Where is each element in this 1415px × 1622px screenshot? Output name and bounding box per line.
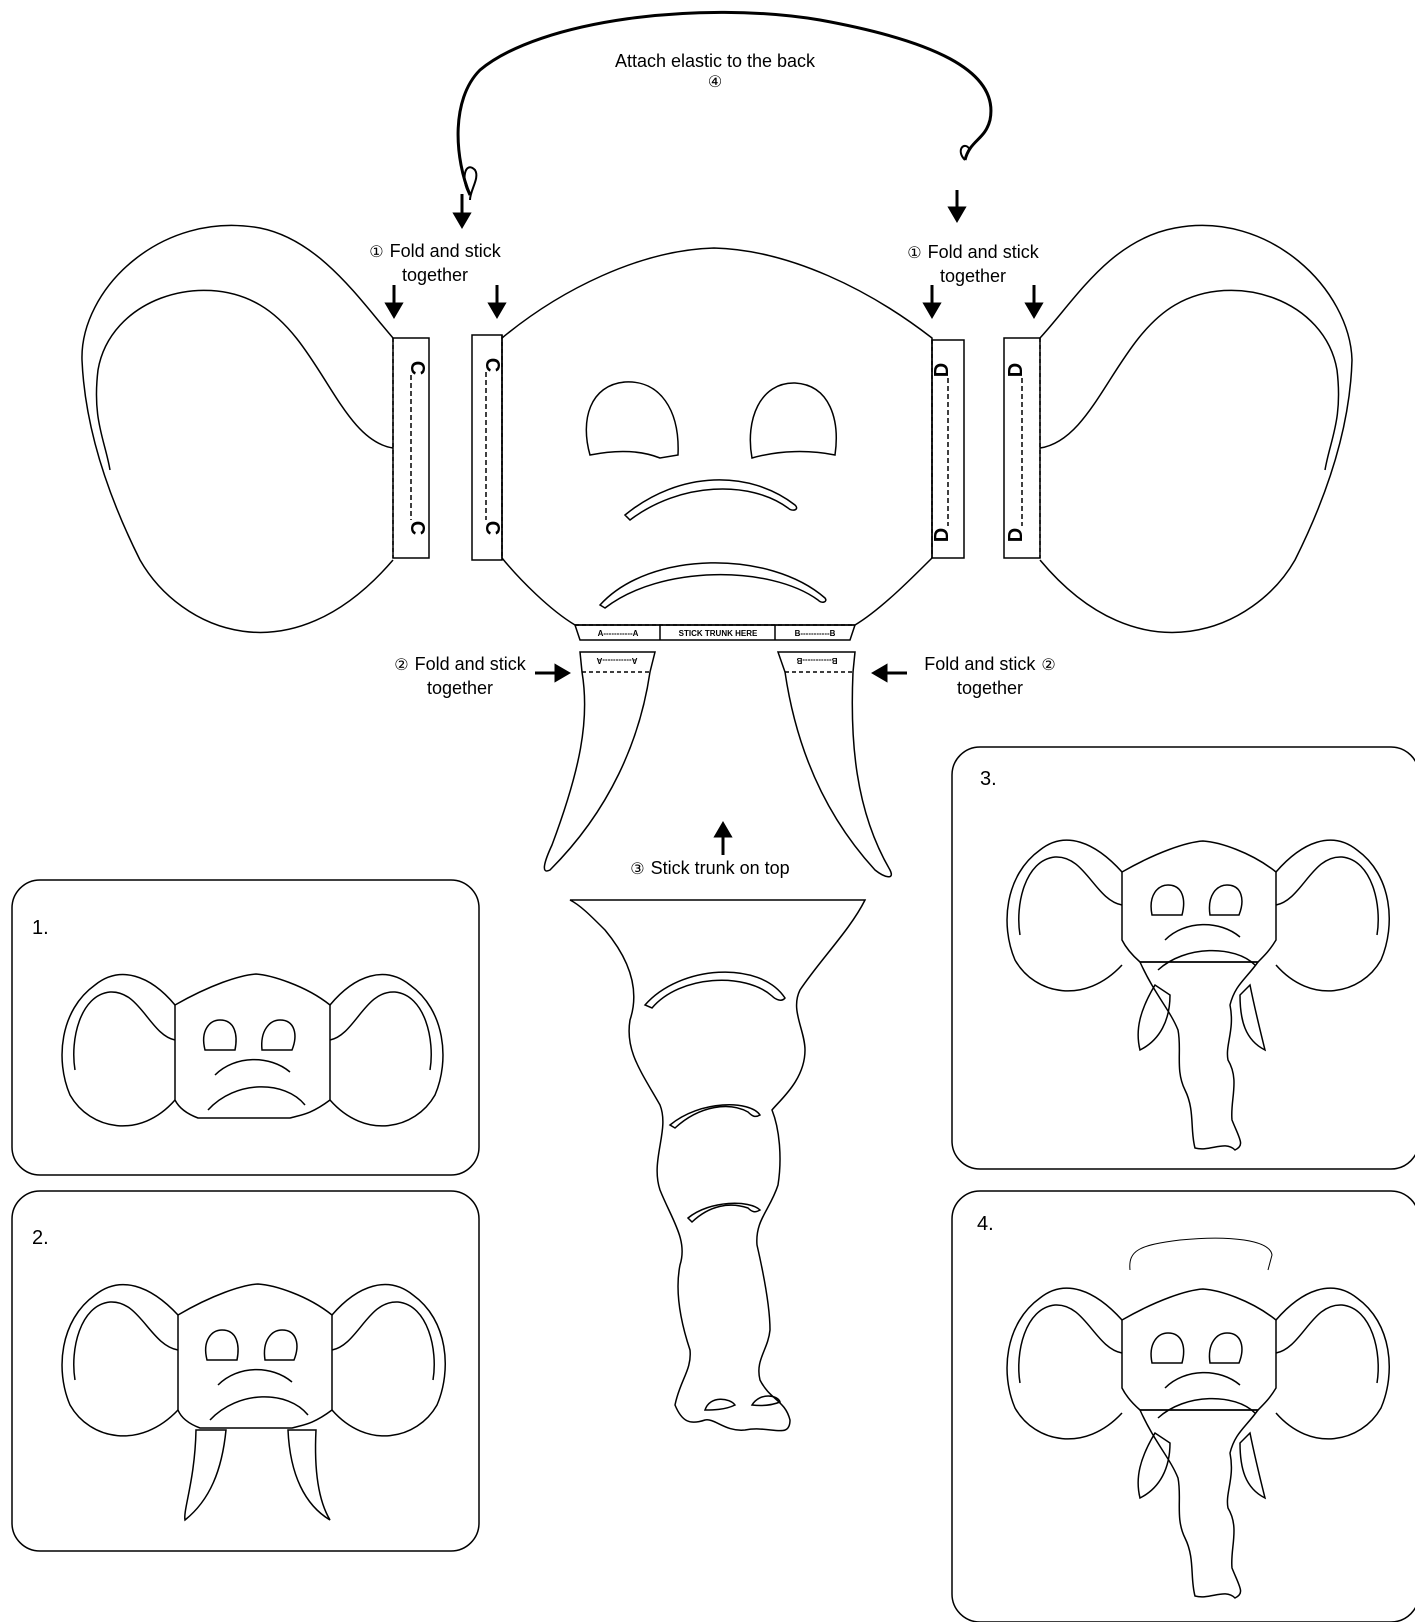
panel-1 <box>12 880 479 1175</box>
elastic-band <box>458 12 991 200</box>
panel-2 <box>12 1191 479 1551</box>
panel-1-number: 1. <box>32 917 49 940</box>
tusk-left-step-number: ② <box>394 655 408 677</box>
face <box>472 248 964 640</box>
brow-arc <box>625 480 797 520</box>
panel-4 <box>952 1191 1415 1622</box>
tusk-right-line2: together <box>910 677 1070 699</box>
tab-letter-c-face: C <box>481 358 503 372</box>
fold-instruction-right: ① Fold and stick together <box>893 241 1053 287</box>
panel-4-number: 4. <box>977 1213 994 1236</box>
trunk-text: Stick trunk on top <box>651 858 790 878</box>
trunk-piece <box>570 900 865 1431</box>
tab-a-tusk: A-----------A <box>596 656 637 665</box>
tab-letter-d-face-bottom: D <box>931 528 953 542</box>
fold-right-line1: Fold and stick <box>928 242 1039 262</box>
tusk-right-step-number: ② <box>1041 655 1055 677</box>
right-tusk <box>778 652 891 877</box>
fold-left-line2: together <box>355 264 515 286</box>
left-eye-hole <box>586 382 678 458</box>
mouth-arc <box>600 563 826 608</box>
tab-b-tusk: B-----------B <box>796 656 837 665</box>
tab-trunk-here: STICK TRUNK HERE <box>679 629 758 638</box>
right-ear <box>1004 225 1352 632</box>
panel-3-number: 3. <box>980 768 997 791</box>
fold-left-step-number: ① <box>369 242 383 264</box>
panel-2-number: 2. <box>32 1227 49 1250</box>
tusk-arrows <box>535 666 907 680</box>
tab-letter-d-ear: D <box>1005 363 1027 377</box>
tab-letter-c-face-bottom: C <box>481 521 503 535</box>
tab-letter-c-ear: C <box>406 361 428 375</box>
elastic-text: Attach elastic to the back <box>560 50 870 72</box>
fold-left-line1: Fold and stick <box>390 241 501 261</box>
tab-a-face: A-----------A <box>598 629 639 638</box>
panel-3 <box>952 747 1415 1169</box>
trunk-arrow <box>716 824 730 855</box>
tusk-right-line1: Fold and stick <box>924 654 1035 674</box>
tusk-instruction-right: Fold and stick ② together <box>910 653 1070 699</box>
tusk-left-line1: Fold and stick <box>415 654 526 674</box>
tab-letter-c-ear-bottom: C <box>406 521 428 535</box>
trunk-step-number: ③ <box>630 859 644 881</box>
fold-arrows <box>387 285 1041 316</box>
elastic-step-number: ④ <box>560 72 870 94</box>
left-ear <box>82 225 429 632</box>
left-tusk <box>544 652 655 871</box>
tab-letter-d-ear-bottom: D <box>1005 528 1027 542</box>
trunk-instruction: ③ Stick trunk on top <box>610 857 810 881</box>
fold-right-line2: together <box>893 265 1053 287</box>
elastic-arrows <box>455 190 964 226</box>
elastic-instruction: Attach elastic to the back ④ <box>560 50 870 94</box>
tusk-left-line2: together <box>385 677 535 699</box>
tab-letter-d-face: D <box>931 363 953 377</box>
tusk-instruction-left: ② Fold and stick together <box>385 653 535 699</box>
tab-b-face: B-----------B <box>795 629 836 638</box>
fold-right-step-number: ① <box>907 243 921 265</box>
fold-instruction-left: ① Fold and stick together <box>355 240 515 286</box>
right-eye-hole <box>750 383 836 458</box>
